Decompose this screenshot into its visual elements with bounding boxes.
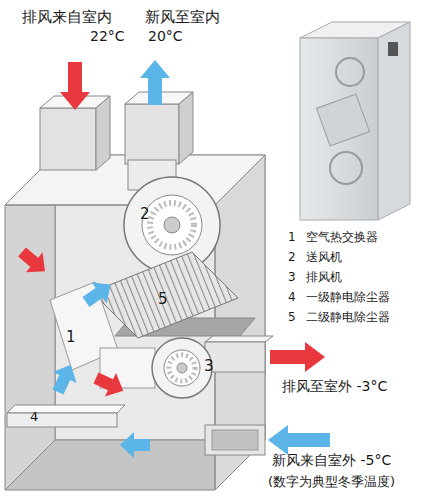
outlet-duct xyxy=(205,342,265,372)
callout-number: 4 xyxy=(30,409,38,425)
flow-arrow xyxy=(91,366,129,402)
callout-number: 5 xyxy=(158,290,168,308)
flow-label: 新风来自室外 -5°C xyxy=(272,452,391,469)
flow-arrow xyxy=(14,242,54,281)
flow-arrow xyxy=(79,274,118,313)
callout-number: 2 xyxy=(140,205,150,223)
cabinet-front xyxy=(300,38,378,220)
key-text: 送风机 xyxy=(306,250,342,264)
fan-scroll xyxy=(124,177,220,273)
flow-arrow xyxy=(120,432,150,458)
cabinet-panel xyxy=(388,42,398,56)
filter-plate xyxy=(92,252,238,338)
cabinet-side xyxy=(378,22,410,220)
supply-arrow xyxy=(268,425,330,455)
heading-label: 排风来自室内 xyxy=(22,8,112,26)
fan-hub xyxy=(177,363,187,373)
fan-blades xyxy=(150,203,194,247)
fan-hub xyxy=(164,217,180,233)
temperature-label: 22°C xyxy=(90,28,125,45)
fan-scroll xyxy=(152,338,212,398)
callout-number: 3 xyxy=(204,357,214,375)
cabinet-fan xyxy=(330,152,362,184)
key-text: 排风机 xyxy=(306,270,342,284)
key-number: 2 xyxy=(288,250,296,264)
key-number: 5 xyxy=(288,310,296,324)
filter-top xyxy=(7,405,125,413)
duct-side xyxy=(96,96,110,170)
flow-label: 排风至室外 -3°C xyxy=(282,378,387,395)
flow-arrow xyxy=(46,359,82,397)
inlet-duct xyxy=(205,425,265,455)
note-label: (数字为典型冬季温度) xyxy=(268,474,395,490)
duct-opening xyxy=(212,430,258,450)
key-text: 二级静电除尘器 xyxy=(306,310,390,324)
exhaust-arrow xyxy=(270,342,325,372)
key-number: 1 xyxy=(288,230,296,244)
duct-side xyxy=(179,92,193,164)
duct-front xyxy=(125,104,179,164)
exhaust-arrow xyxy=(60,62,90,110)
fan-wheel xyxy=(164,350,200,386)
key-number: 3 xyxy=(288,270,296,284)
temperature-label: 20°C xyxy=(148,28,183,45)
fan-blades xyxy=(169,355,195,381)
filter-front xyxy=(7,413,117,427)
key-text: 一级静电除尘器 xyxy=(306,290,390,304)
cabinet-fan xyxy=(336,58,364,86)
fan-wheel xyxy=(142,195,202,255)
key-number: 4 xyxy=(288,290,296,304)
duct-front xyxy=(40,108,96,170)
key-text: 空气热交换器 xyxy=(306,230,378,244)
supply-arrow xyxy=(140,60,170,105)
heading-label: 新风至室内 xyxy=(145,8,220,26)
callout-number: 1 xyxy=(66,328,76,346)
cabinet-exchanger xyxy=(316,94,369,146)
duct-top xyxy=(205,336,273,342)
